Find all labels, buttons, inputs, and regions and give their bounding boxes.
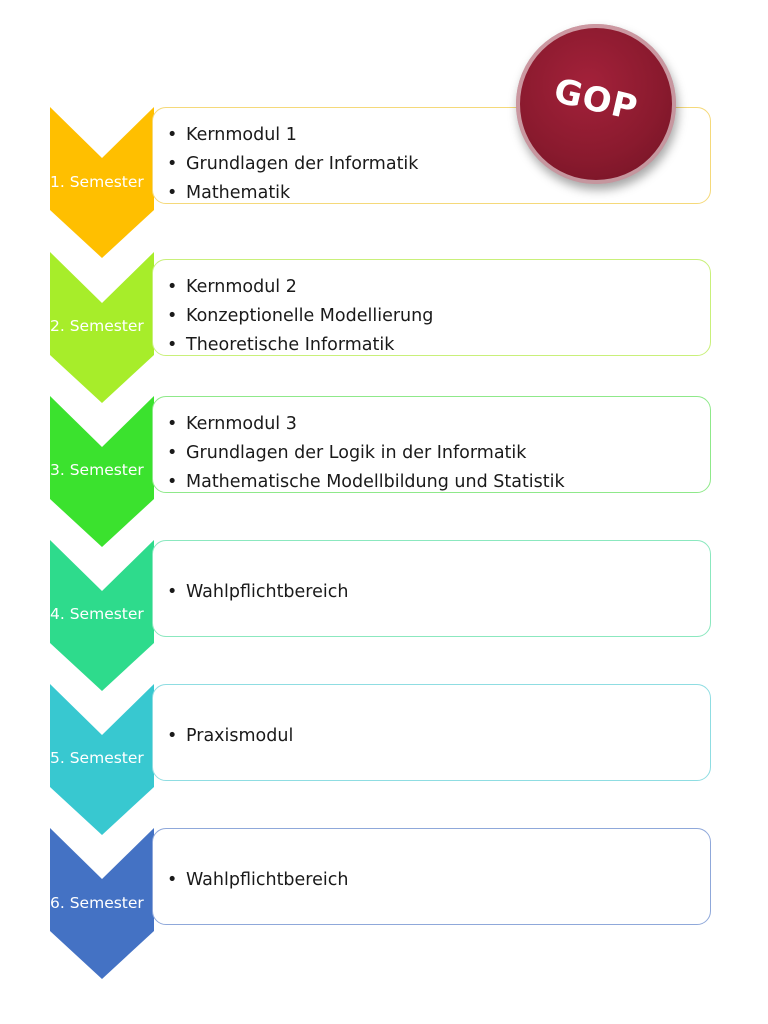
module-item: Wahlpflichtbereich (167, 578, 348, 607)
semester-6-modules-card: Wahlpflichtbereich (152, 828, 711, 925)
semester-5-modules-card: Praxismodul (152, 684, 711, 781)
semester-4-label: 4. Semester (50, 605, 144, 623)
semester-3-modules-card: Kernmodul 3 Grundlagen der Logik in der … (152, 396, 711, 497)
module-item: Kernmodul 2 (167, 273, 433, 302)
semester-1-label: 1. Semester (50, 173, 144, 191)
module-item: Wahlpflichtbereich (167, 866, 348, 895)
module-item: Praxismodul (167, 722, 293, 751)
module-item: Kernmodul 1 (167, 121, 418, 150)
semester-2-modules-card: Kernmodul 2 Konzeptionelle Modellierung … (152, 259, 711, 360)
module-item: Grundlagen der Logik in der Informatik (167, 439, 565, 468)
semester-4-modules-card: Wahlpflichtbereich (152, 540, 711, 637)
semester-2-label: 2. Semester (50, 317, 144, 335)
module-item: Grundlagen der Informatik (167, 150, 418, 179)
gop-badge-circle (516, 24, 676, 184)
semester-3-label: 3. Semester (50, 461, 144, 479)
module-item: Mathematik (167, 179, 418, 208)
module-item: Kernmodul 3 (167, 410, 565, 439)
module-item: Konzeptionelle Modellierung (167, 302, 433, 331)
module-item: Theoretische Informatik (167, 331, 433, 360)
gop-badge: GOP (516, 24, 676, 184)
semester-6-label: 6. Semester (50, 894, 144, 912)
semester-5-label: 5. Semester (50, 749, 144, 767)
module-item: Mathematische Modellbildung und Statisti… (167, 468, 565, 497)
